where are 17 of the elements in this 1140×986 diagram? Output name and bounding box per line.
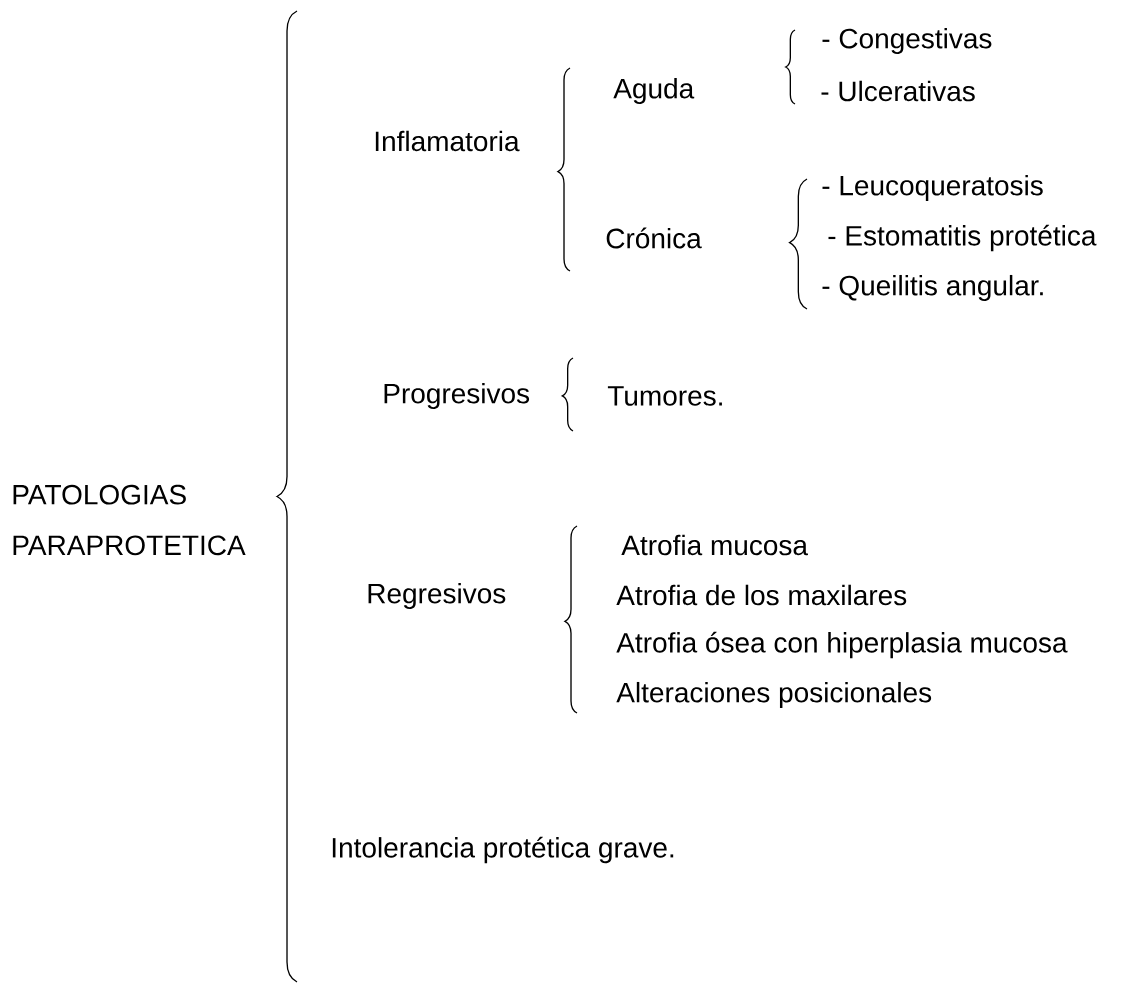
category-label: - Estomatitis protética — [828, 224, 1097, 252]
category-label: Inflamatoria — [375, 130, 520, 152]
category-label: - Leucoqueratosis — [822, 174, 1043, 202]
category-label: Intolerancia protética grave. — [332, 836, 674, 864]
category-label: Regresivos — [368, 582, 506, 610]
category-label: Atrofia ósea con hiperplasia mucosa — [616, 631, 1068, 659]
category-label: Crónica — [606, 227, 702, 249]
category-label: - Ulcerativas — [821, 80, 975, 102]
category-label: Progresivos — [384, 382, 530, 410]
category-label: Alteraciones posicionales — [616, 681, 932, 709]
category-label: - Congestivas — [822, 27, 992, 55]
category-label: - Queilitis angular. — [822, 274, 1043, 302]
category-label: Tumores. — [607, 386, 722, 406]
category-label: Aguda — [613, 77, 695, 105]
category-label: Atrofia mucosa — [621, 534, 808, 556]
category-label: Atrofia de los maxilares — [616, 584, 907, 606]
category-label: PATOLOGIAS PARAPROTETICA — [13, 484, 246, 556]
